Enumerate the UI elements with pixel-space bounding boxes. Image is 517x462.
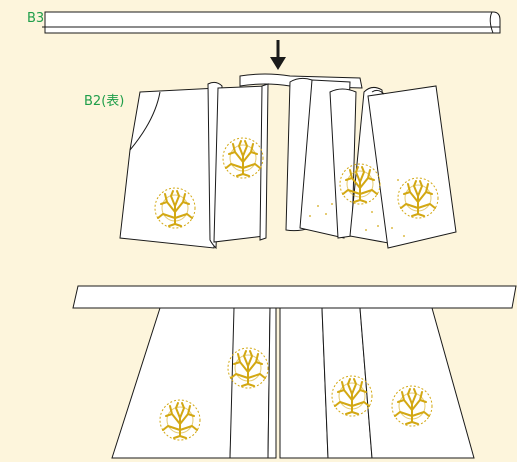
assembled-band [72, 285, 517, 309]
b3-label: B3 [27, 11, 45, 26]
b2-front-label: B2(表) [84, 94, 125, 109]
b3-band [42, 11, 501, 34]
assembled-panels [111, 307, 475, 459]
arrow-down-icon [270, 40, 286, 70]
b2-panels [119, 73, 457, 250]
